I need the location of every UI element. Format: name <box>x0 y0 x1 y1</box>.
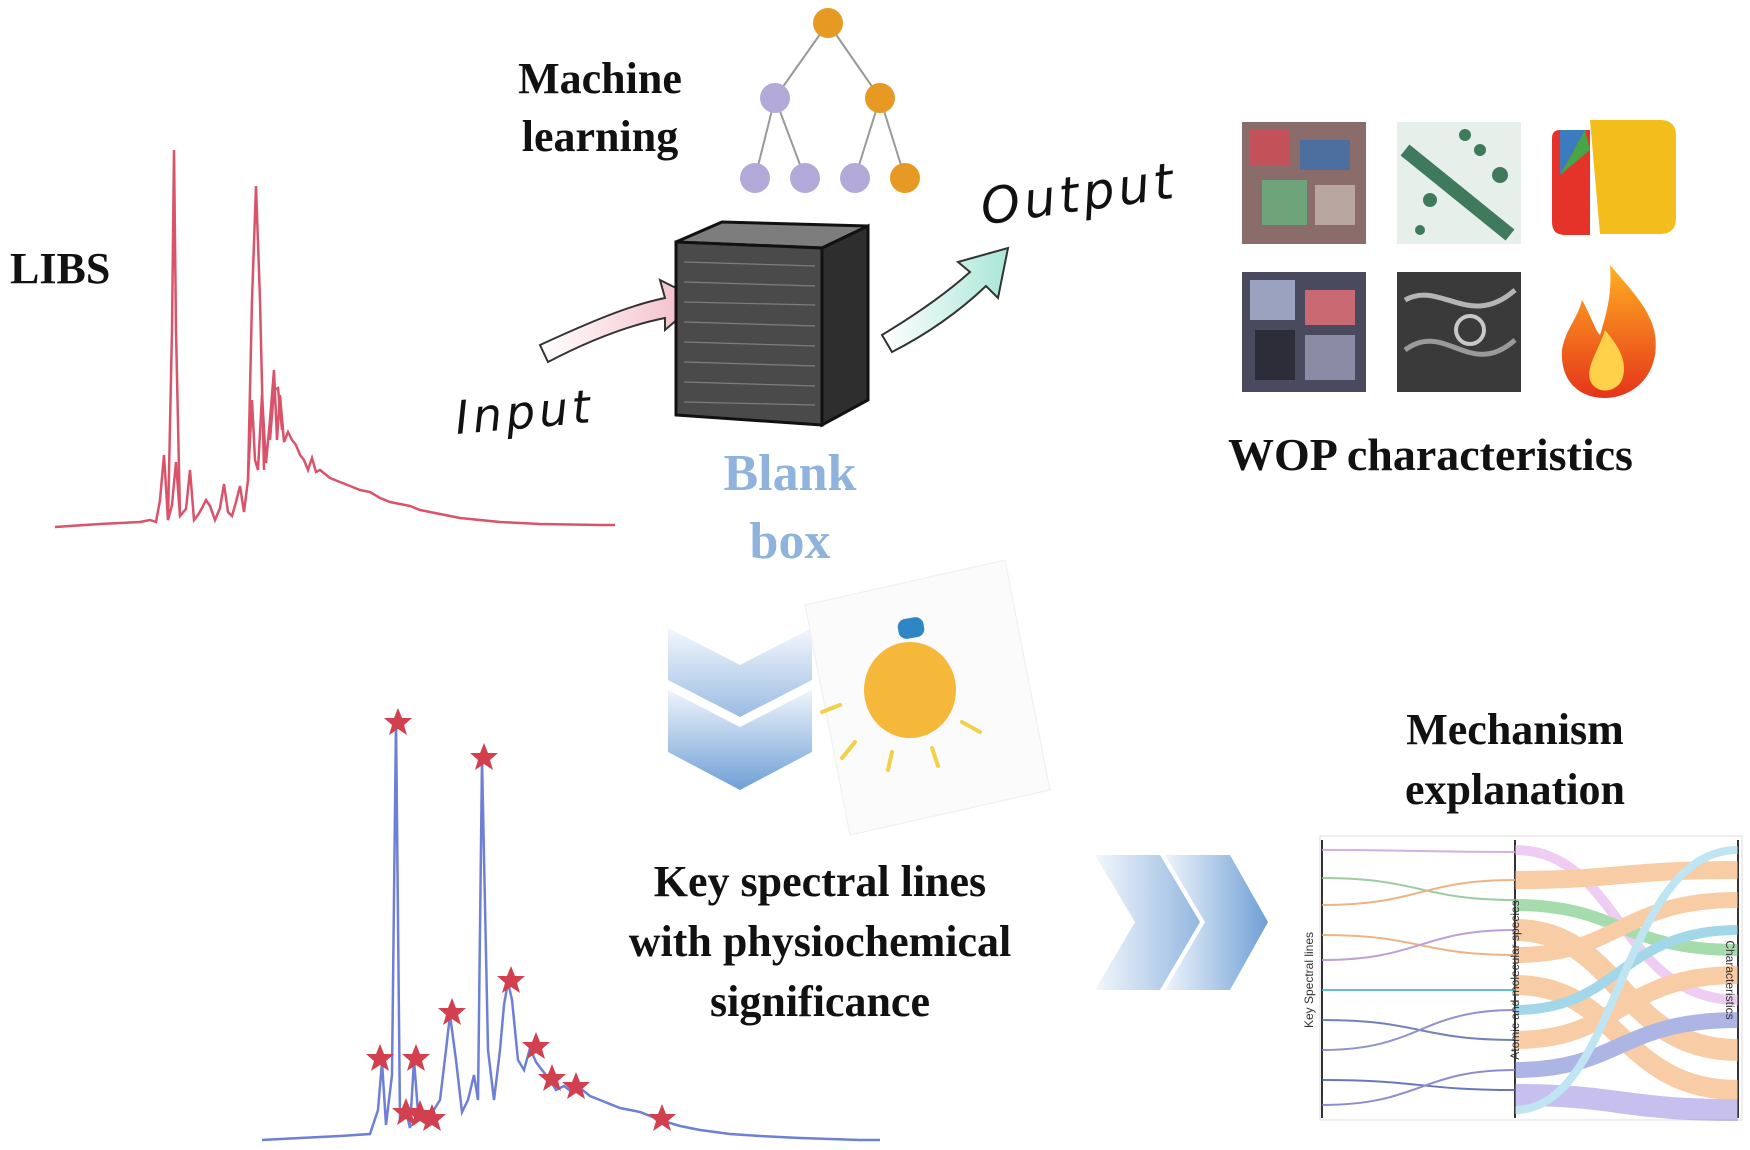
wop-characteristics-label: WOP characteristics <box>1228 429 1633 480</box>
down-chevron-icon <box>668 628 812 790</box>
key-line-star-markers <box>366 708 676 1131</box>
blank-box-line-1: Blank <box>723 445 857 502</box>
mechanism-explanation-label: Mechanism explanation <box>1335 700 1695 820</box>
mechanism-explanation-line-1: Mechanism <box>1406 705 1624 754</box>
libs-label: LIBS <box>10 244 111 293</box>
wop-thumbnails <box>1242 120 1676 398</box>
key-spectral-lines-line-1: Key spectral lines <box>653 857 987 906</box>
microscope-image-green <box>1397 122 1521 244</box>
key-spectral-lines-label: Key spectral lines with physiochemical s… <box>570 852 1070 1032</box>
fire-icon <box>1561 265 1656 398</box>
sankey-left-axis-label: Key Spectral lines <box>1302 931 1316 1029</box>
output-arrow-icon <box>880 246 1010 354</box>
libs-spectrum <box>54 149 615 529</box>
black-box-cube-icon <box>674 220 870 428</box>
plastic-waste-photo-2 <box>1242 272 1366 392</box>
pie-chart-icon <box>1552 120 1676 235</box>
key-spectral-lines-line-2: with physiochemical <box>628 917 1012 966</box>
sankey-right-axis-label: Characteristics <box>1723 940 1737 1020</box>
machine-learning-label: Machine learning <box>485 50 715 166</box>
machine-learning-line-2: learning <box>521 112 679 161</box>
plastic-waste-photo-1 <box>1242 122 1366 244</box>
key-spectral-lines-line-3: significance <box>710 977 930 1026</box>
right-chevron-icon <box>1095 855 1268 990</box>
sankey-middle-axis-label: Atomic and molecular species <box>1508 900 1522 1060</box>
sankey-diagram <box>1319 835 1743 1121</box>
sem-image-gray <box>1397 272 1521 392</box>
ml-tree-icon <box>740 8 920 193</box>
blank-box-line-2: box <box>749 513 831 570</box>
machine-learning-line-1: Machine <box>518 54 682 103</box>
blank-box-label: Blank box <box>690 440 890 576</box>
mechanism-explanation-line-2: explanation <box>1404 765 1626 814</box>
interpreted-spectrum <box>261 719 880 1142</box>
light-bulb-icon <box>804 559 1051 836</box>
